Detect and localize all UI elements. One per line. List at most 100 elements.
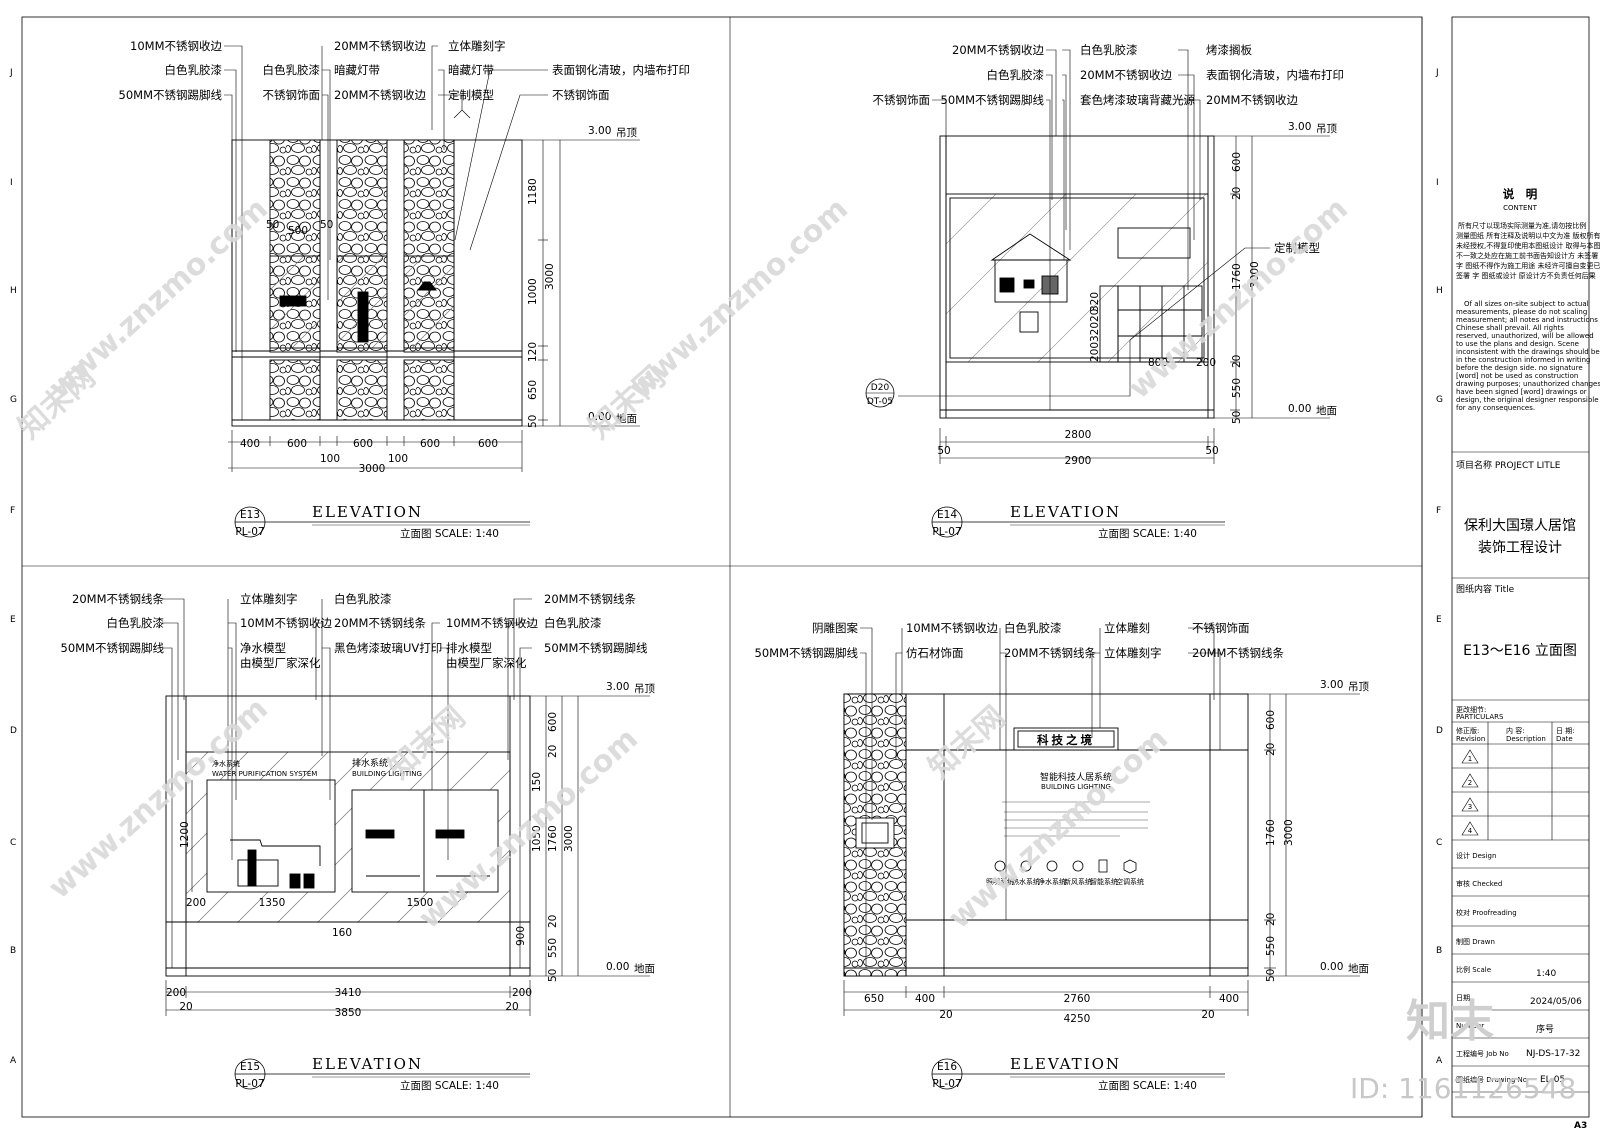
rev-col-en: Description [1506, 735, 1546, 743]
e16-dim-small: 20 [939, 1009, 952, 1021]
notes-cn-line: 签署 字 图纸或设计 原设计方不负责任何后果 [1456, 271, 1596, 280]
row-letter-left: I [10, 178, 13, 188]
row-letter-left: C [10, 838, 16, 848]
e14-label: 20MM不锈钢收边 [1080, 68, 1172, 82]
e15-dim-right: 150 [531, 772, 543, 792]
notes-en-line: reserved, unauthorized, will be allowed [1456, 332, 1594, 340]
phone-icon [1098, 859, 1108, 873]
e15-label: 50MM不锈钢踢脚线 [544, 641, 648, 655]
revision-triangle-icon [1461, 749, 1479, 764]
notes-en-line: for any consequences. [1456, 404, 1535, 412]
row-letter-right: J [1435, 68, 1439, 78]
e15-level: 3.00 [606, 681, 629, 693]
e16-dim-right: 20 [1265, 743, 1277, 756]
notes-title: 说 明 [1503, 187, 1538, 201]
e14-tag-sheet: PL-07 [932, 526, 961, 538]
design-label: 设计 Design [1456, 851, 1496, 860]
e14-inner-h: 200 [1196, 357, 1216, 369]
e14-label: 定制模型 [1274, 241, 1320, 255]
e15-panel2-sub: BUILDING LIGHTING [352, 770, 422, 778]
elevation-e16: 科技之境 智能科技人居系统 BUILDING LIGHTING 照明系统 热水系… [755, 621, 1370, 1092]
e13-dim-total: 3000 [359, 463, 386, 475]
e16-icon-label: 净水系统 [1038, 877, 1066, 886]
row-letter-right: G [1436, 395, 1443, 405]
e15-label: 净水模型 [240, 641, 286, 655]
e16-title: ELEVATION [1010, 1055, 1121, 1073]
e14-label: 白色乳胶漆 [987, 68, 1045, 82]
row-letter-right: I [1436, 178, 1439, 188]
e16-dim-bottom: 400 [915, 993, 935, 1005]
e13-dim-bottom: 400 [240, 438, 260, 450]
rev-number: 2 [1468, 779, 1472, 787]
e13-dim-small: 100 [388, 453, 408, 465]
e16-icon-label: 空调系统 [1116, 877, 1144, 886]
e14-level: 0.00 [1288, 403, 1311, 415]
sheet-frame [21, 16, 1590, 1118]
e13-label: 不锈钢饰面 [263, 88, 321, 102]
e16-label: 立体雕刻 [1104, 621, 1150, 635]
e13-inner: 50 [320, 219, 333, 231]
watermark-logo-text: 知末 [1406, 996, 1494, 1047]
job-label: 工程编号 Job No [1456, 1049, 1509, 1058]
rev-number: 1 [1468, 755, 1472, 763]
notes-en-line: [word] not be used as construction [1456, 372, 1578, 380]
e15-dim-total: 3850 [335, 1007, 362, 1019]
e15-dim-bottom: 3410 [335, 987, 362, 999]
notes-en-line: Chinese shall prevail. All rights [1456, 324, 1564, 332]
e15-label: 由模型厂家深化 [240, 656, 321, 670]
e13-dim-bottom: 600 [287, 438, 307, 450]
e15-dim-small: 20 [505, 1001, 518, 1013]
e16-dim-right: 600 [1265, 710, 1277, 730]
row-letter-left: F [10, 506, 15, 516]
rev-col-en: Revision [1456, 735, 1485, 743]
e16-label: 20MM不锈钢线条 [1004, 646, 1096, 660]
e13-label: 20MM不锈钢收边 [334, 39, 426, 53]
e14-dim-right: 50 [1231, 411, 1243, 424]
e15-label: 立体雕刻字 [240, 592, 298, 606]
proof-label: 校对 Proofreading [1456, 908, 1517, 917]
e16-panel-sub: BUILDING LIGHTING [1041, 783, 1111, 791]
drawing-value: EL-05 [1540, 1075, 1565, 1085]
notes-en-line: in the construction informed in writing [1456, 356, 1590, 364]
e16-icon-row [994, 859, 1137, 874]
e15-dim-right: 50 [547, 969, 559, 982]
e13-dim-right: 1180 [527, 178, 539, 205]
e15-label: 20MM不锈钢线条 [334, 616, 426, 630]
e16-icon-label: 照明系统 [986, 877, 1014, 886]
revision-sub: PARTICULARS [1456, 713, 1504, 721]
e13-dim-right: 650 [527, 380, 539, 400]
e14-dim-total: 3000 [1249, 261, 1261, 288]
e16-dim-right: 550 [1265, 936, 1277, 956]
e14-dim-small: 50 [1205, 445, 1218, 457]
notes-en-line: measurements, please do not scaling [1456, 308, 1587, 316]
watermark-id: ID: 1161126548 [1350, 1072, 1576, 1105]
e16-panel-title: 智能科技人居系统 [1040, 771, 1112, 783]
e16-dim-total: 4250 [1064, 1013, 1091, 1025]
title-block: 说 明 CONTENT 所有尺寸以现场实际测量为准,请勿按比例 测量图纸 所有注… [1452, 187, 1600, 1131]
e15-inner-center: 160 [332, 927, 352, 939]
lighting-icon [994, 860, 1006, 872]
e13-inner: 500 [288, 225, 308, 237]
e14-title: ELEVATION [1010, 503, 1121, 521]
e14-inner-v: 320 [1089, 292, 1101, 312]
e13-level: 3.00 [588, 125, 611, 137]
row-letter-right: D [1436, 726, 1443, 736]
e16-dim-small: 20 [1201, 1009, 1214, 1021]
e13-label: 50MM不锈钢踢脚线 [119, 88, 223, 102]
cube-icon [1123, 859, 1137, 874]
row-letter-left: H [10, 286, 17, 296]
e15-label: 排水模型 [446, 641, 492, 655]
e16-dim-right: 1760 [1265, 819, 1277, 846]
content-label: 图纸内容 Title [1456, 583, 1515, 595]
e15-label: 10MM不锈钢收边 [240, 616, 332, 630]
row-letter-left: E [10, 615, 16, 625]
notes-en-line: to use the plans and design. Scene [1456, 340, 1579, 348]
e13-label: 表面钢化清玻，内墙布打印 [552, 63, 690, 77]
e16-label: 50MM不锈钢踢脚线 [755, 646, 859, 660]
e16-label: 立体雕刻字 [1104, 646, 1162, 660]
e13-title: ELEVATION [312, 503, 423, 521]
e16-label: 仿石材饰面 [906, 646, 964, 660]
e16-label: 白色乳胶漆 [1004, 621, 1062, 635]
e14-dim-right: 550 [1231, 378, 1243, 398]
